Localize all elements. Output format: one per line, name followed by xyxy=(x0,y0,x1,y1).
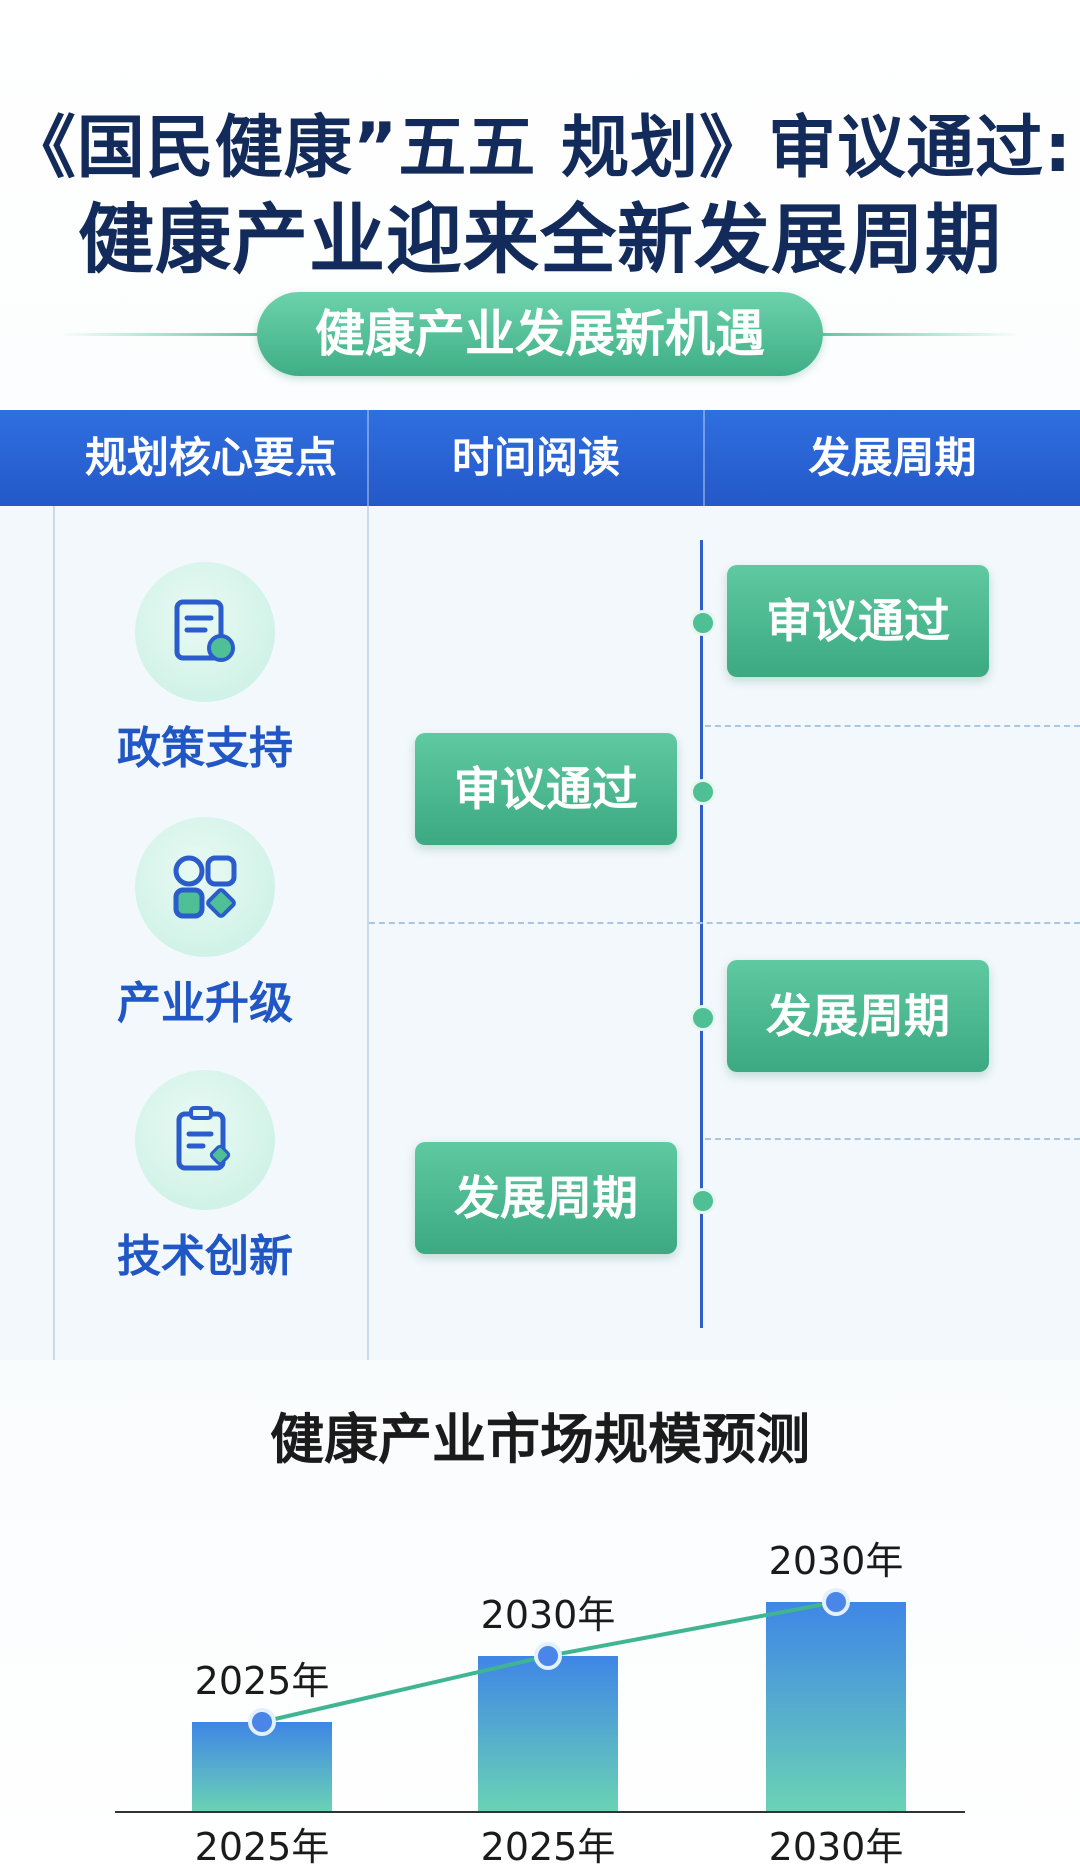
timeline-tag-development-cycle: 发展周期 xyxy=(727,960,989,1072)
clipboard-icon xyxy=(135,1070,275,1210)
market-forecast-chart: 2025年 2025年 2030年 2025年 2030年 2030年 xyxy=(115,1539,965,1867)
timeline-dot xyxy=(690,1005,716,1031)
column-divider xyxy=(53,506,55,1360)
timeline-axis xyxy=(700,540,703,1328)
column-header-key-points: 规划核心要点 xyxy=(84,433,337,482)
x-tick-label-1: 2025年 xyxy=(481,1825,616,1867)
feature-tech-innovation: 技术创新 xyxy=(60,1070,380,1290)
timeline-tag-development-cycle: 发展周期 xyxy=(415,1142,677,1254)
feature-label: 技术创新 xyxy=(117,1231,293,1282)
page-title-line1: 《国民健康”五五 规划》审议通过: xyxy=(7,109,1073,188)
row-divider xyxy=(705,725,1080,727)
header-divider xyxy=(367,410,369,506)
chart-title: 健康产业市场规模预测 xyxy=(270,1408,810,1471)
x-tick-label-0: 2025年 xyxy=(195,1825,330,1867)
timeline-tag-review-passed: 审议通过 xyxy=(727,565,989,677)
feature-industry-upgrade: 产业升级 xyxy=(60,817,380,1037)
data-label-0: 2025年 xyxy=(195,1659,330,1703)
timeline-dot xyxy=(690,1188,716,1214)
divider-right xyxy=(810,333,1020,336)
page-title-line2: 健康产业迎来全新发展周期 xyxy=(78,195,1002,284)
row-divider xyxy=(705,1138,1080,1140)
data-label-1: 2030年 xyxy=(481,1593,616,1637)
bar-0 xyxy=(192,1722,332,1812)
column-divider xyxy=(367,506,369,1360)
document-icon xyxy=(135,562,275,702)
feature-policy-support: 政策支持 xyxy=(60,562,380,782)
bar-2 xyxy=(766,1602,906,1812)
column-header-cycle: 发展周期 xyxy=(808,433,977,482)
data-point-0 xyxy=(248,1708,276,1736)
feature-label: 政策支持 xyxy=(117,723,293,774)
timeline-tag-review-passed: 审议通过 xyxy=(415,733,677,845)
table-header: 规划核心要点 时间阅读 发展周期 xyxy=(0,410,1080,506)
section-header: 健康产业发展新机遇 xyxy=(0,292,1080,376)
x-tick-label-2: 2030年 xyxy=(769,1825,904,1867)
column-header-time: 时间阅读 xyxy=(451,433,620,482)
blocks-icon xyxy=(135,817,275,957)
bar-1 xyxy=(478,1656,618,1812)
section-pill: 健康产业发展新机遇 xyxy=(257,292,823,376)
data-point-1 xyxy=(534,1642,562,1670)
timeline-dot xyxy=(690,610,716,636)
header-divider xyxy=(703,410,705,506)
feature-label: 产业升级 xyxy=(117,978,293,1029)
data-label-2: 2030年 xyxy=(769,1539,904,1583)
timeline-dot xyxy=(690,779,716,805)
data-point-2 xyxy=(822,1588,850,1616)
row-divider xyxy=(369,922,1080,924)
divider-left xyxy=(60,333,270,336)
